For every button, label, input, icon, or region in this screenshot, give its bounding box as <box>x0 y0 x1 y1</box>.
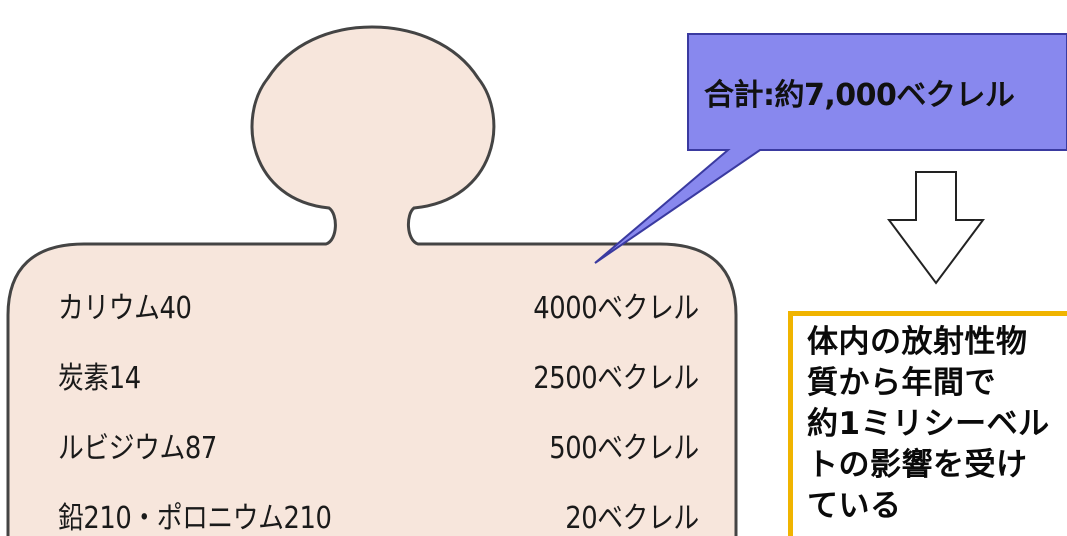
isotope-name: ルビジウム87 <box>58 431 217 466</box>
isotope-activity: 4000ベクレル <box>533 291 699 326</box>
isotope-list: カリウム40 4000ベクレル 炭素14 2500ベクレル ルビジウム87 50… <box>58 270 699 536</box>
isotope-row: ルビジウム87 500ベクレル <box>58 410 699 480</box>
isotope-name: カリウム40 <box>58 291 192 326</box>
annual-dose-box: 体内の放射性物 質から年間で 約1ミリシーベル トの影響を受け ている <box>788 311 1067 536</box>
isotope-row: 炭素14 2500ベクレル <box>58 340 699 410</box>
isotope-name: 鉛210・ポロニウム210 <box>58 501 332 536</box>
down-arrow-icon <box>887 171 985 285</box>
total-callout-bubble <box>594 33 1067 264</box>
body-silhouette <box>6 25 738 536</box>
isotope-row: 鉛210・ポロニウム210 20ベクレル <box>58 480 699 536</box>
isotope-activity: 2500ベクレル <box>533 361 699 396</box>
annual-dose-text: 体内の放射性物 質から年間で 約1ミリシーベル トの影響を受け ている <box>807 324 1050 524</box>
total-activity-label: 合計:約7,000ベクレル <box>704 78 1015 113</box>
isotope-activity: 500ベクレル <box>549 431 699 466</box>
isotope-activity: 20ベクレル <box>565 501 699 536</box>
isotope-row: カリウム40 4000ベクレル <box>58 270 699 340</box>
isotope-name: 炭素14 <box>58 361 141 396</box>
